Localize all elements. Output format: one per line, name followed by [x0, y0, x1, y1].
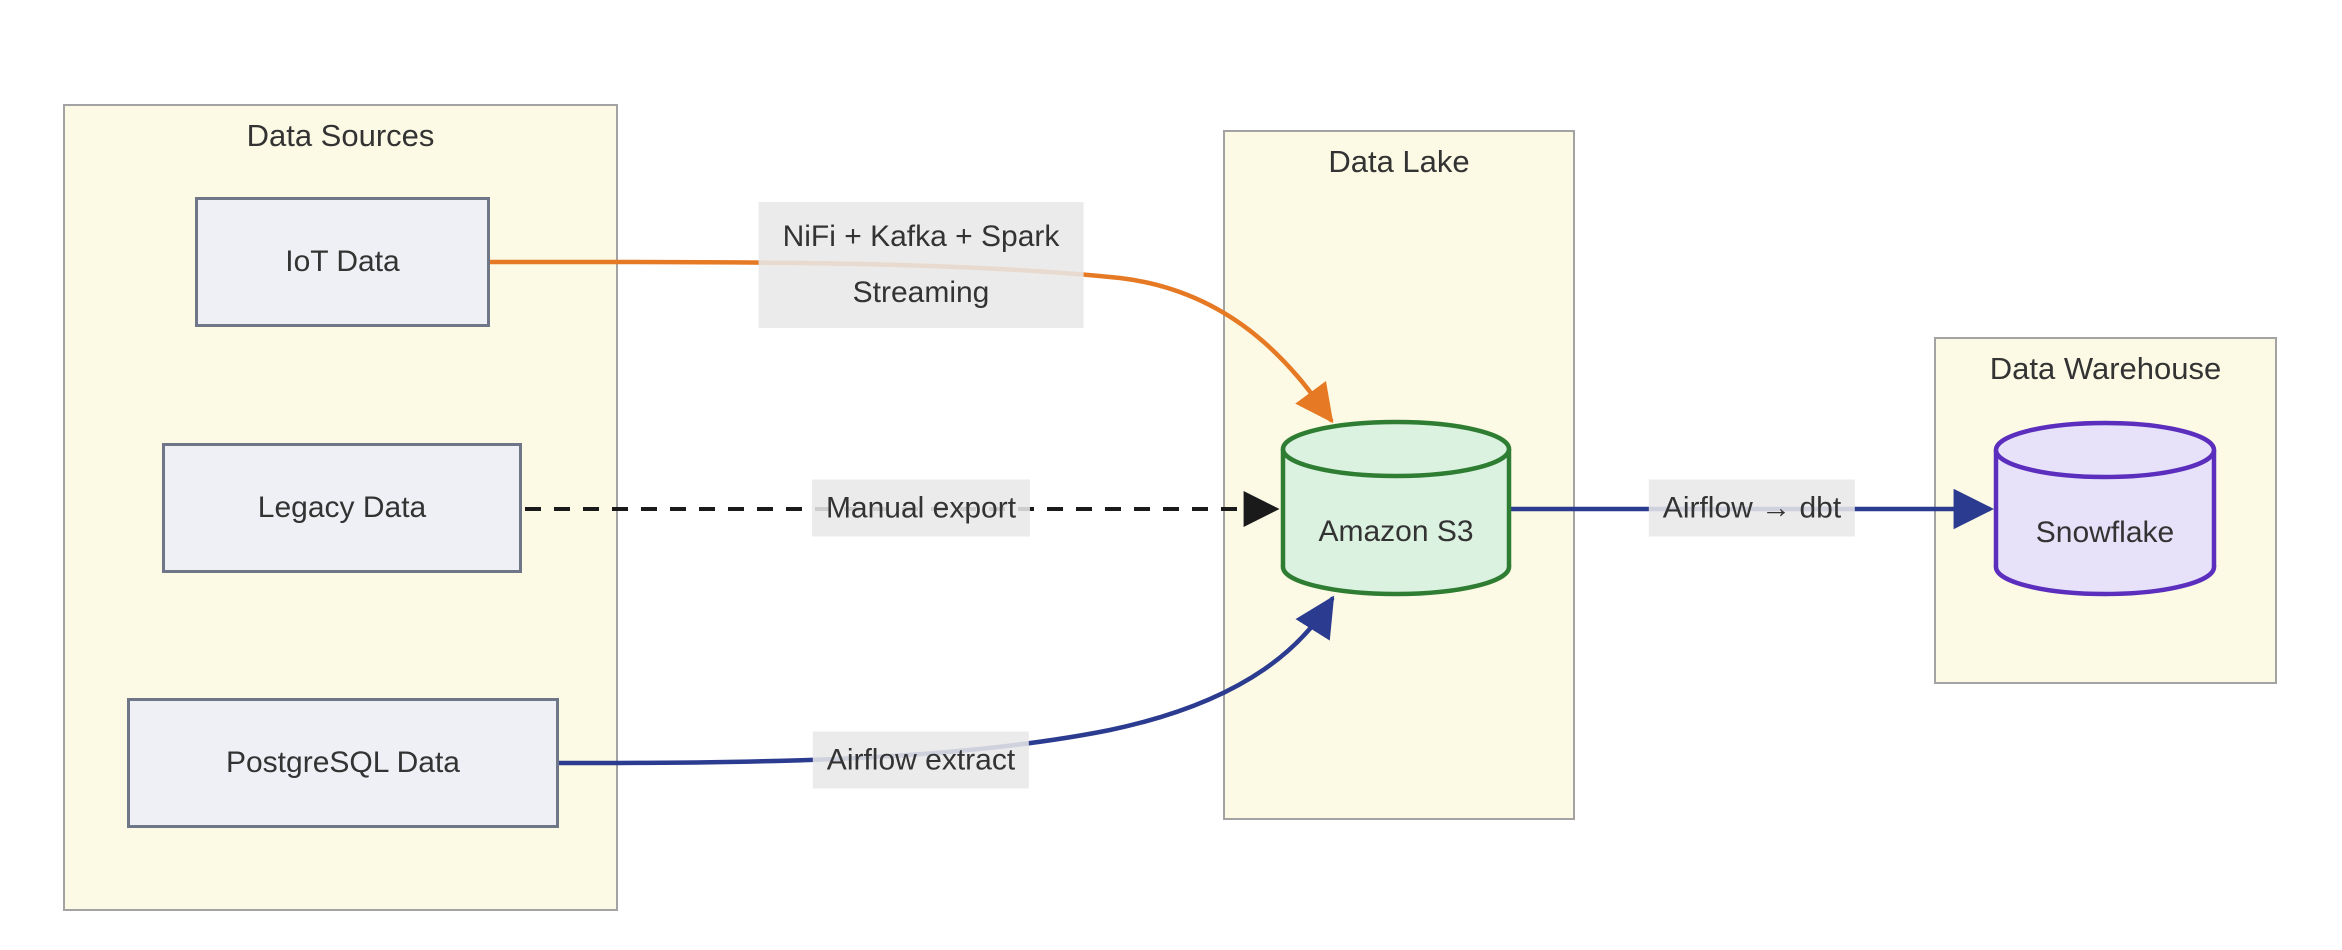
node-s3-cylinder	[1280, 419, 1512, 597]
cluster-data-sources-title: Data Sources	[246, 118, 435, 153]
edge-label-line-1: NiFi + Kafka + Spark	[782, 220, 1060, 253]
node-iot-data: IoT Data	[195, 197, 490, 327]
node-snowflake-label: Snowflake	[2035, 516, 2175, 549]
node-legacy-data-label: Legacy Data	[257, 491, 427, 524]
node-legacy-data: Legacy Data	[162, 443, 522, 573]
edge-label-nifi-kafka-spark-streaming: NiFi + Kafka + Spark Streaming	[758, 202, 1084, 328]
node-iot-data-label: IoT Data	[285, 245, 400, 278]
node-postgresql-data: PostgreSQL Data	[127, 698, 559, 828]
edge-label-airflow-extract: Airflow extract	[812, 731, 1030, 789]
node-snowflake-cylinder	[1993, 420, 2217, 597]
cluster-data-warehouse-title: Data Warehouse	[1989, 351, 2222, 386]
cluster-data-lake-title: Data Lake	[1328, 144, 1470, 179]
node-postgresql-data-label: PostgreSQL Data	[225, 746, 460, 779]
edge-label-airflow-dbt: Airflow → dbt	[1648, 479, 1856, 537]
edge-postgres-to-s3	[556, 595, 1335, 766]
node-amazon-s3-label: Amazon S3	[1318, 515, 1474, 548]
edge-label-manual-export: Manual export	[811, 479, 1031, 537]
edge-label-line-2: Streaming	[852, 276, 990, 309]
